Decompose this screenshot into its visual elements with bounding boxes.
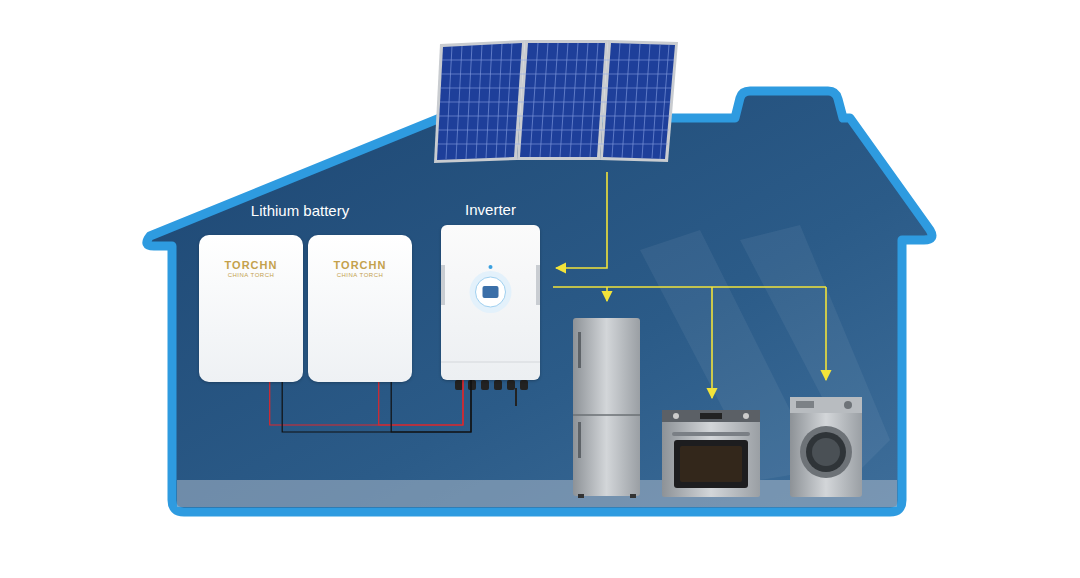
oven <box>662 410 760 497</box>
inverter-box: Inverter <box>441 225 540 380</box>
brand-name: TORCHN <box>199 259 303 271</box>
battery-cable <box>379 380 471 432</box>
inverter-connectors <box>455 380 528 406</box>
brand-subtitle: CHINA TORCH <box>199 272 303 278</box>
brand-subtitle: CHINA TORCH <box>308 272 412 278</box>
inverter-face <box>441 225 540 380</box>
battery-cable <box>270 380 471 432</box>
box-heading: Inverter <box>465 201 516 218</box>
brand-name: TORCHN <box>308 259 412 271</box>
battery-box: TORCHNCHINA TORCH <box>308 235 412 382</box>
refrigerator <box>573 318 640 498</box>
solar-panels <box>434 40 678 163</box>
group-label: Lithium battery <box>251 202 349 219</box>
washing-machine <box>790 397 862 497</box>
battery-box: TORCHNCHINA TORCH <box>199 235 303 382</box>
floor <box>177 480 897 507</box>
